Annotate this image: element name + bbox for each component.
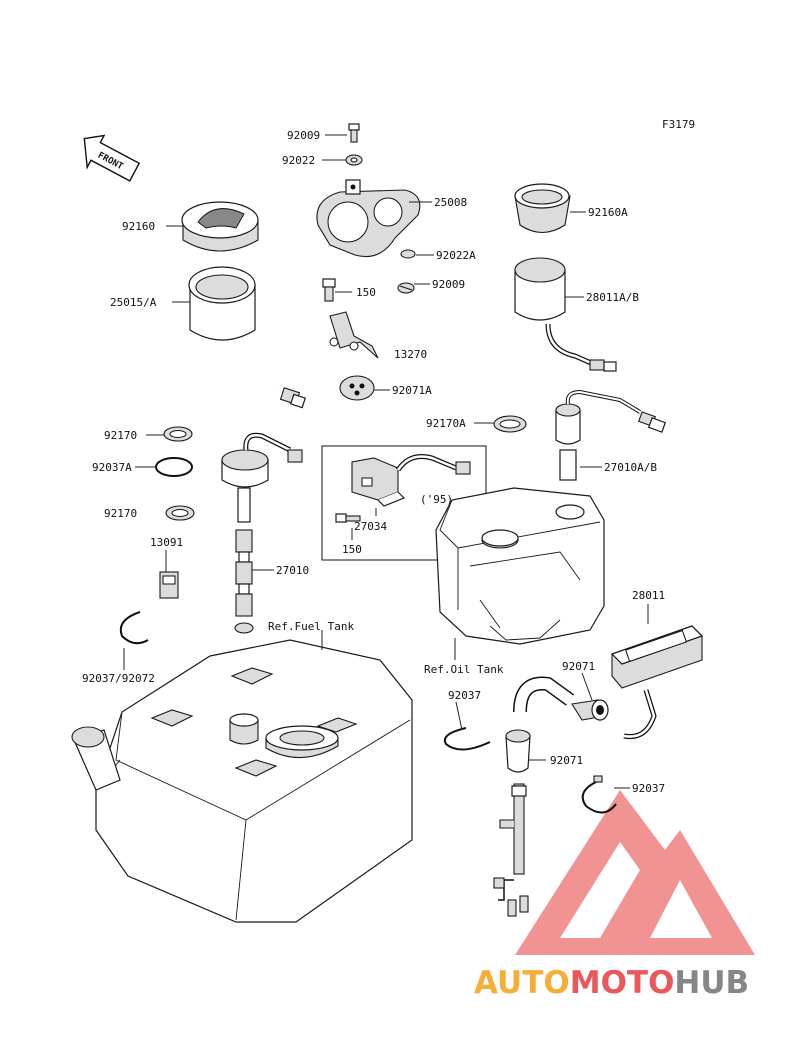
clip-13091 [159, 571, 179, 599]
grommet-92071-top [571, 699, 609, 721]
fuel-sensor-27010 [221, 432, 303, 634]
tachometer-28011AB [514, 257, 617, 372]
inset-box-27034 [321, 445, 487, 561]
screw-92009-mid [397, 282, 415, 294]
band-92037A [155, 457, 193, 477]
label-28011AB: 28011A/B [586, 291, 639, 304]
clamp-92170-top [163, 426, 193, 442]
label-13270: 13270 [394, 348, 427, 361]
label-92037A: 92037A [92, 461, 132, 474]
oil-tank-reference [435, 487, 605, 645]
label-92071-top: 92071 [562, 660, 595, 673]
label-150-bot: 150 [342, 543, 362, 556]
watermark-triangle-logo [515, 790, 755, 955]
band-92037-right [581, 775, 617, 814]
bolt-150-top [322, 278, 336, 302]
label-92071-bot: 92071 [550, 754, 583, 767]
bracket-13270 [329, 311, 379, 359]
oil-hose [513, 676, 575, 713]
front-arrow-icon: FRONT [83, 134, 141, 182]
label-27010: 27010 [276, 564, 309, 577]
label-92022A: 92022A [436, 249, 476, 262]
label-92071A: 92071A [392, 384, 432, 397]
fuel-tank-reference [71, 639, 413, 923]
band-92037-mid [444, 727, 491, 751]
brand-auto: AUTO [474, 965, 570, 1001]
label-95: ('95) [420, 493, 453, 506]
clamp-92170A [493, 415, 527, 433]
clamp-92170-bot [165, 505, 195, 521]
oil-filter-pickup [493, 729, 531, 917]
label-28011: 28011 [632, 589, 665, 602]
label-92170A: 92170A [426, 417, 466, 430]
label-25008: 25008 [434, 196, 467, 209]
brand-moto: MOTO [570, 965, 675, 1001]
meter-cover-92160A [514, 183, 571, 234]
label-92009-mid: 92009 [432, 278, 465, 291]
label-92009-top: 92009 [287, 129, 320, 142]
label-92037-mid: 92037 [448, 689, 481, 702]
label-92037-right: 92037 [632, 782, 665, 795]
leader-lines [123, 134, 649, 789]
figure-code: F3179 [662, 118, 695, 131]
label-92037-92072: 92037/92072 [82, 672, 155, 685]
washer-92022A [400, 249, 416, 259]
meter-cover-92160 [181, 201, 259, 252]
label-92160A: 92160A [588, 206, 628, 219]
label-150-top: 150 [356, 286, 376, 299]
brand-hub: HUB [674, 965, 749, 1001]
label-92170-top: 92170 [104, 429, 137, 442]
bolt-92009-top [348, 123, 360, 143]
label-ref-oil-tank: Ref.Oil Tank [424, 663, 504, 676]
label-ref-fuel-tank: Ref.Fuel Tank [268, 620, 354, 633]
grommet-92071A [339, 375, 375, 401]
part-labels: 92009 92022 25008 92022A 92160 92160A 25… [82, 129, 665, 795]
oil-gauge-28011 [610, 625, 704, 740]
label-92160: 92160 [122, 220, 155, 233]
svg-text:AUTOMOTOHUB: AUTOMOTOHUB [474, 965, 749, 1001]
label-27010AB: 27010A/B [604, 461, 657, 474]
label-27034: 27034 [354, 520, 387, 533]
oil-sensor-27010AB [555, 389, 667, 481]
label-25015A: 25015/A [110, 296, 157, 309]
washer-92022 [345, 154, 363, 166]
band-92037-92072 [119, 611, 149, 645]
label-92170-bot: 92170 [104, 507, 137, 520]
speedometer-25015A [188, 266, 307, 409]
meter-bracket-25008 [316, 179, 421, 258]
watermark-brand: AUTOMOTOHUB [474, 965, 749, 1001]
label-13091: 13091 [150, 536, 183, 549]
label-92022: 92022 [282, 154, 315, 167]
